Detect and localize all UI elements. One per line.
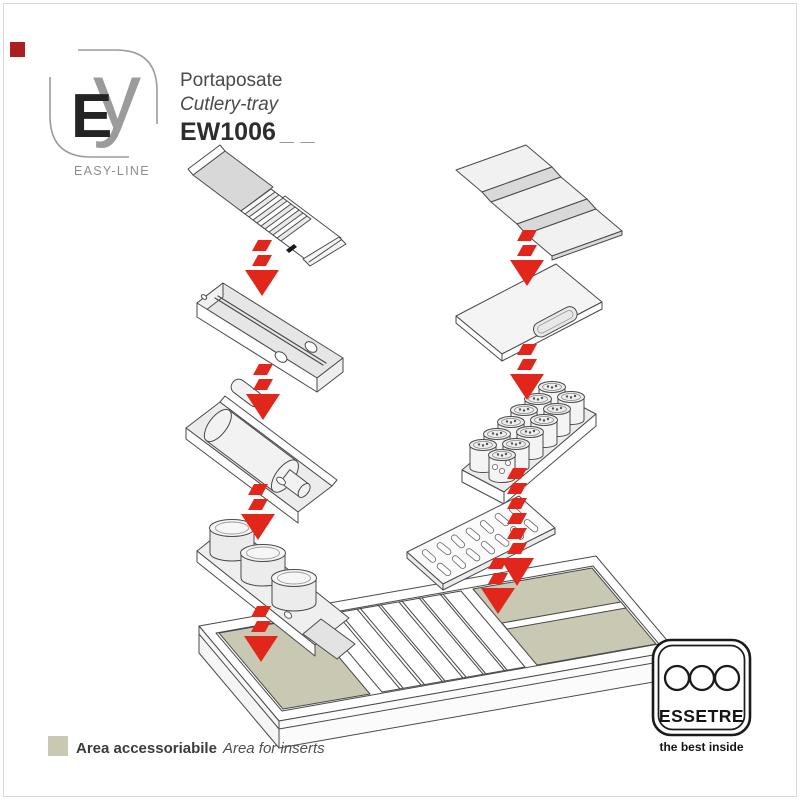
support-rail-insert xyxy=(187,144,347,267)
essetre-tagline: the best inside xyxy=(659,740,743,754)
legend-label-italian: Area accessoriabile xyxy=(76,740,217,757)
logo-bracket-top-icon xyxy=(78,49,158,124)
sharpener-rail-insert xyxy=(196,282,344,393)
essetre-circle-icon xyxy=(713,664,741,692)
essetre-logo: ESSETRE the best inside xyxy=(651,638,752,754)
plate-holder-insert xyxy=(455,144,623,261)
corner-marker xyxy=(10,42,25,57)
header: Portaposate Cutlery-tray EW1006_ _ xyxy=(180,70,316,146)
easyline-logo: y E EASY-LINE xyxy=(49,42,158,178)
logo-bracket-bottom-icon xyxy=(49,77,129,158)
cutlery-tray-base xyxy=(198,555,677,749)
legend-label-english: Area for inserts xyxy=(222,740,325,757)
exploded-diagram xyxy=(185,144,677,749)
legend: Area accessoriabile Area for inserts xyxy=(48,736,325,757)
legend-swatch xyxy=(48,736,68,756)
arrow-down-icon xyxy=(244,606,278,662)
model-code: EW1006_ _ xyxy=(180,118,316,146)
title-italian: Portaposate xyxy=(180,70,282,91)
model-number: EW1006 xyxy=(180,118,276,146)
arrow-down-long-icon xyxy=(500,468,534,586)
arrow-down-icon xyxy=(245,240,279,296)
spice-jars-insert xyxy=(461,381,597,505)
rolling-pin-insert xyxy=(185,378,338,524)
arrow-down-icon xyxy=(246,364,280,420)
arrow-down-icon xyxy=(481,558,515,614)
logo-letter-e: E xyxy=(71,82,112,151)
arrow-down-icon xyxy=(510,230,544,286)
page-frame xyxy=(3,3,797,797)
arrow-down-icon xyxy=(241,484,275,540)
assembly-arrows xyxy=(241,230,544,662)
legend-label: Area accessoriabile Area for inserts xyxy=(76,740,325,757)
essetre-name: ESSETRE xyxy=(659,706,744,726)
logo-letter-y: y xyxy=(93,42,141,149)
logo-tagline: EASY-LINE xyxy=(74,164,150,178)
arrow-down-icon xyxy=(510,344,544,400)
title-english: Cutlery-tray xyxy=(180,94,280,115)
model-suffix: _ _ xyxy=(279,118,316,146)
round-boxes-insert xyxy=(196,519,356,660)
